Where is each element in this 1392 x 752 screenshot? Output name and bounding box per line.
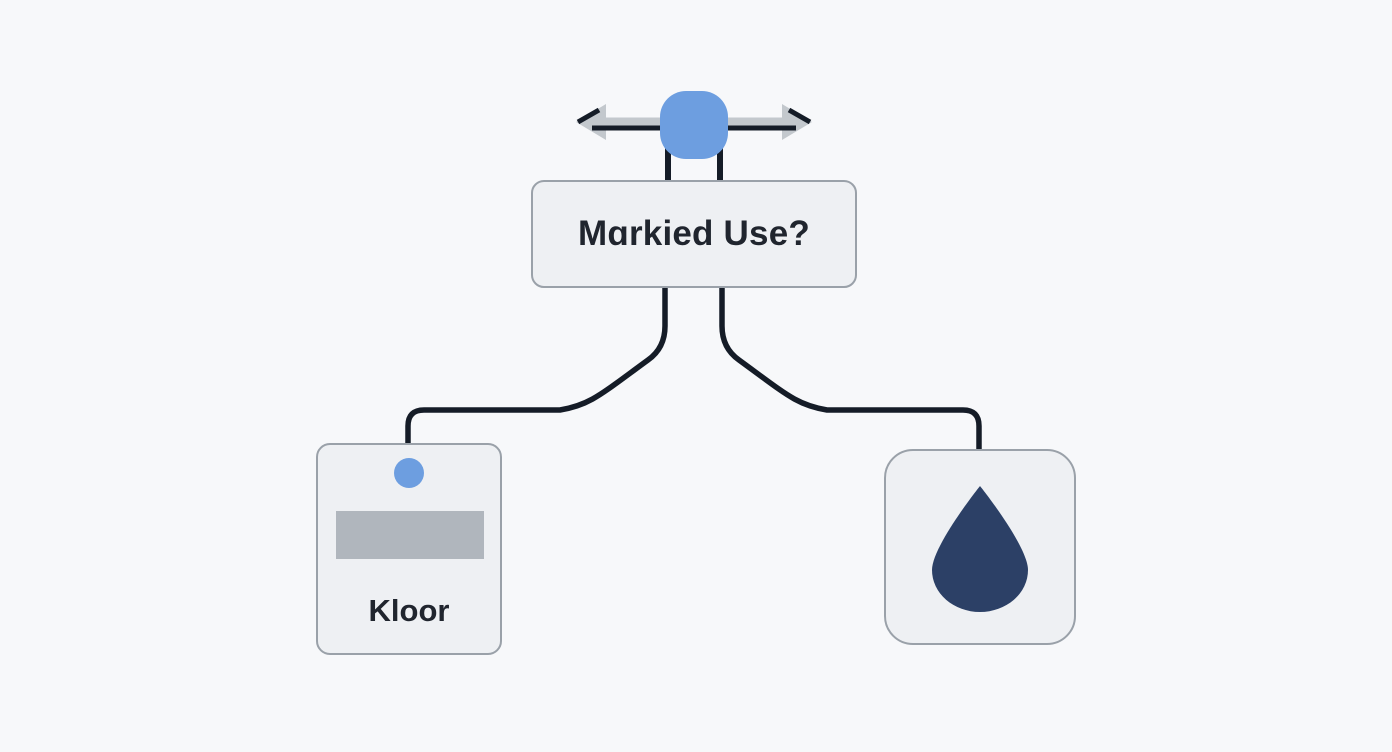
left-card[interactable]: Kloor	[316, 443, 502, 655]
decision-node[interactable]: Mɑrkied Use?	[531, 180, 857, 288]
connector-right	[719, 285, 982, 461]
water-droplet-icon	[932, 486, 1028, 612]
decision-label: Mɑrkied Use?	[578, 214, 810, 253]
right-card[interactable]	[884, 449, 1076, 645]
left-card-label: Kloor	[368, 593, 450, 628]
right-arrow-head	[782, 104, 812, 140]
left-arrow-head	[576, 104, 606, 140]
status-dot-icon	[394, 458, 424, 488]
placeholder-bar	[336, 511, 484, 559]
connector-left	[405, 285, 668, 455]
left-arrow-barb	[576, 107, 601, 125]
slider-knob[interactable]	[660, 91, 728, 159]
right-arrow-barb	[787, 107, 812, 125]
